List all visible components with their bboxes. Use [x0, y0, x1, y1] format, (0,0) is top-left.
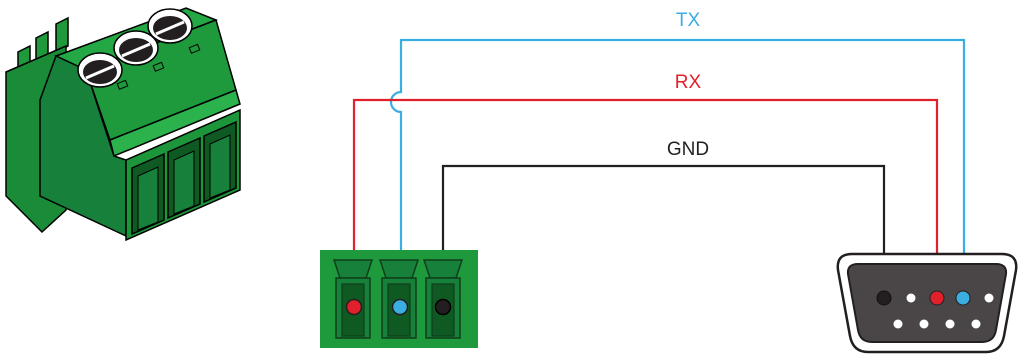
terminal-rx-pin	[345, 298, 363, 316]
db9-pin-2-tx	[955, 290, 971, 306]
db9-pin-7	[945, 319, 955, 329]
gnd-wire	[441, 164, 886, 305]
db9-pin-9	[893, 319, 903, 329]
db9-pin-8	[919, 319, 929, 329]
db9-pin-6	[971, 319, 981, 329]
rx-label: RX	[675, 72, 702, 93]
terminal-tx-pin	[391, 298, 409, 316]
rx-wire	[352, 98, 939, 305]
db9-pin-3-rx	[929, 290, 945, 306]
terminal-block-front-icon	[320, 250, 478, 348]
db9-pin-4	[906, 293, 916, 303]
3-pin-terminal-block-icon	[5, 7, 241, 242]
gnd-label: GND	[667, 139, 709, 160]
tx-label: TX	[676, 10, 701, 31]
db9-pin-5-gnd	[876, 290, 892, 306]
terminal-gnd-pin	[434, 298, 452, 316]
db9-pin-1	[984, 293, 994, 303]
db9-female-connector-icon	[836, 252, 1018, 354]
